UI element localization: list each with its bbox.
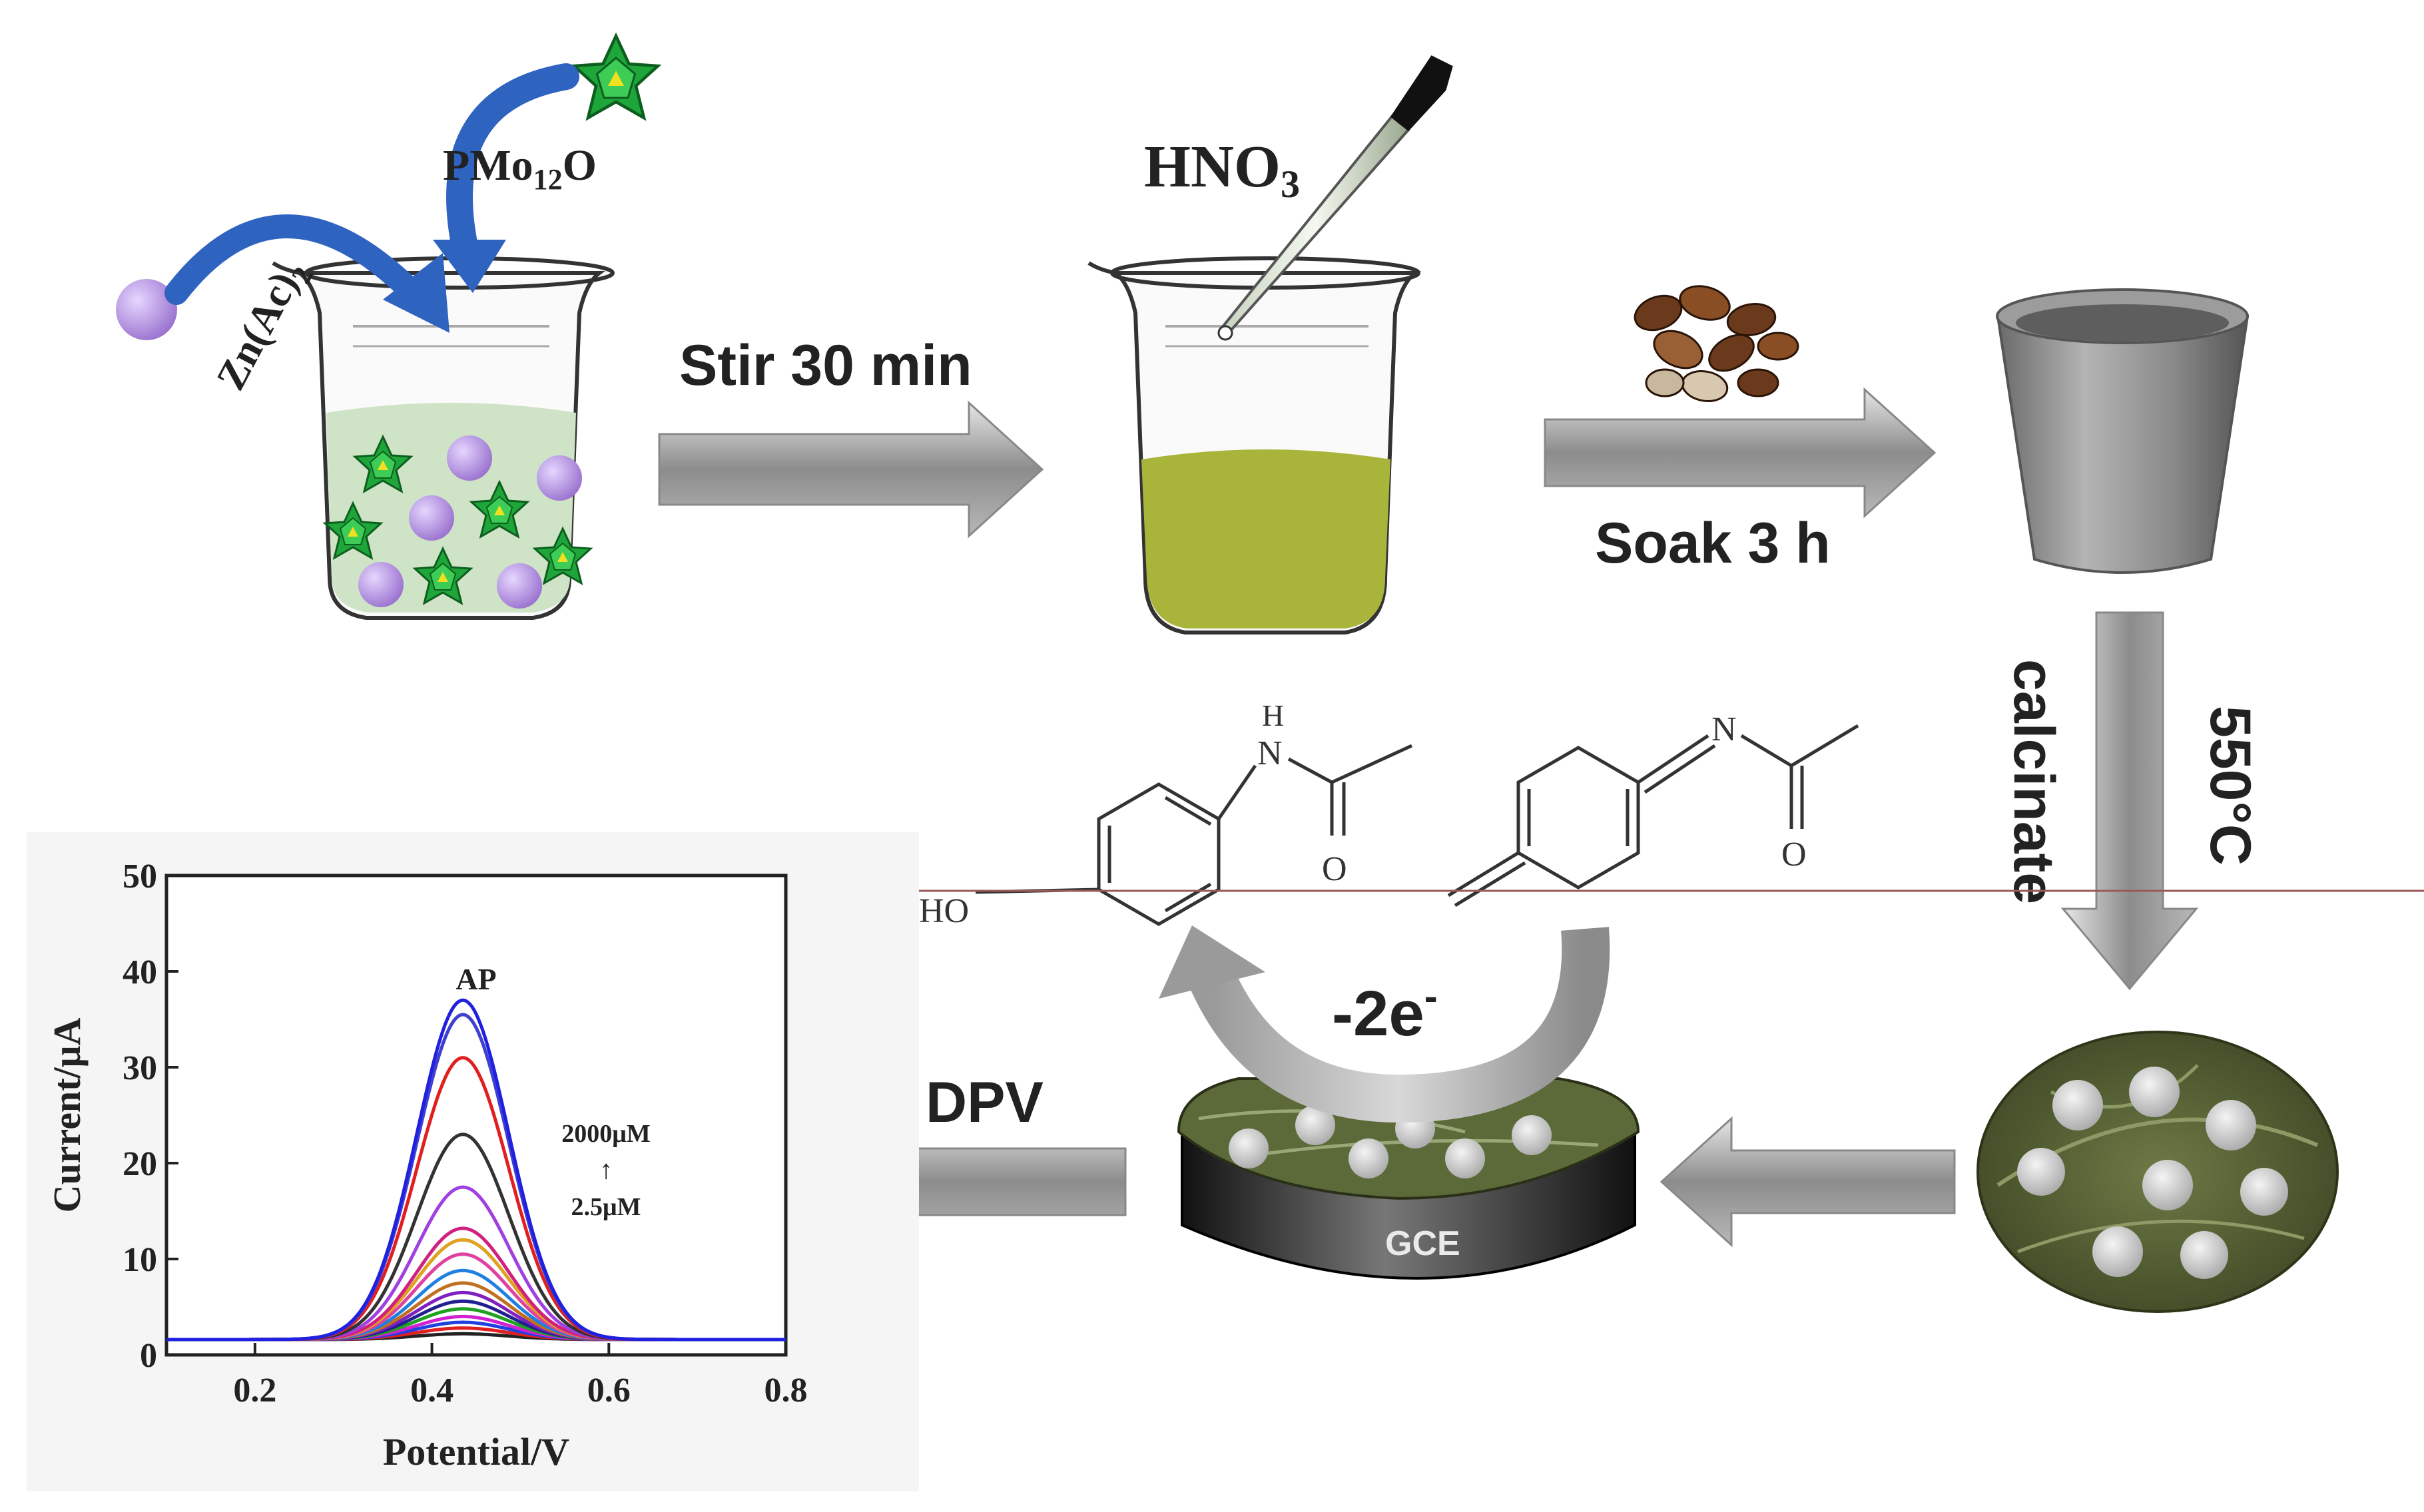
label-stir: Stir 30 min bbox=[679, 334, 972, 397]
label-hno3: HNO3 bbox=[1144, 134, 1300, 206]
atom-n: N bbox=[1257, 734, 1283, 772]
label-minus-2e: -2e- bbox=[1332, 974, 1438, 1049]
annotation-conc-arrow: ↑ bbox=[599, 1154, 613, 1184]
arrow-soak bbox=[1544, 387, 1937, 519]
pmo12o-polyhedron-icon bbox=[574, 36, 658, 118]
pipette-icon bbox=[1217, 55, 1453, 341]
y-axis-label: Current/μA bbox=[45, 1018, 89, 1213]
y-tick-label: 10 bbox=[123, 1241, 157, 1279]
atom-ho: HO bbox=[919, 892, 969, 930]
atom-n-2: N bbox=[1711, 710, 1737, 748]
arrow-modify-electrode bbox=[1660, 1116, 1956, 1248]
carbon-material-icon bbox=[1976, 1031, 2339, 1313]
crucible-icon bbox=[1996, 288, 2250, 574]
label-dpv: DPV bbox=[926, 1071, 1044, 1134]
arrow-calcinate bbox=[2060, 611, 2199, 991]
y-tick-label: 0 bbox=[140, 1337, 157, 1375]
x-axis-label: Potential/V bbox=[383, 1430, 569, 1473]
x-axis: 0.2 0.4 0.6 0.8 bbox=[233, 1343, 808, 1409]
x-tick-label: 0.2 bbox=[233, 1372, 276, 1409]
annotation-conc-high: 2000μM bbox=[561, 1120, 650, 1148]
label-calcinate: calcinate bbox=[2002, 659, 2066, 904]
y-tick-label: 30 bbox=[123, 1049, 157, 1087]
label-pmo12o: PMo12O bbox=[443, 141, 597, 196]
zn-input-arrow bbox=[164, 214, 425, 305]
chart-plot-area bbox=[164, 874, 788, 1357]
atom-h: H bbox=[1262, 698, 1284, 732]
dpv-curves bbox=[166, 998, 786, 1342]
arrow-stir bbox=[658, 400, 1044, 539]
beaker-1-contents bbox=[324, 435, 592, 609]
napqi-structure bbox=[1447, 724, 1859, 907]
y-tick-label: 50 bbox=[123, 858, 157, 895]
dpv-curve bbox=[166, 998, 786, 1342]
label-zn-ac2: Zn(Ac)2 bbox=[208, 252, 320, 400]
zinc-ion-icon bbox=[116, 279, 177, 340]
y-tick-label: 40 bbox=[123, 953, 157, 991]
gce-electrode bbox=[1177, 1077, 1640, 1280]
atom-o-2: O bbox=[1781, 836, 1807, 874]
annotation-conc-low: 2.5μM bbox=[571, 1193, 641, 1221]
y-tick-label: 20 bbox=[123, 1145, 157, 1183]
label-gce: GCE bbox=[1385, 1224, 1460, 1263]
annotation-peak-label: AP bbox=[455, 962, 496, 996]
label-temperature: 550°C bbox=[2198, 706, 2262, 866]
acetaminophen-structure bbox=[975, 744, 1413, 926]
beaker-2 bbox=[1087, 256, 1421, 634]
seeds-icon bbox=[1634, 285, 1799, 402]
oxidation-arrow bbox=[1159, 925, 1610, 1123]
x-tick-label: 0.6 bbox=[587, 1372, 631, 1409]
dpv-chart: 0 10 20 30 40 50 0.2 0.4 0.6 0.8 Potential/V Cur… bbox=[27, 832, 919, 1491]
y-axis: 0 10 20 30 40 50 bbox=[123, 858, 178, 1375]
x-tick-label: 0.4 bbox=[410, 1372, 454, 1409]
atom-o: O bbox=[1322, 850, 1347, 888]
x-tick-label: 0.8 bbox=[764, 1372, 808, 1409]
label-soak: Soak 3 h bbox=[1595, 511, 1831, 575]
pmo-input-arrow bbox=[446, 63, 579, 266]
